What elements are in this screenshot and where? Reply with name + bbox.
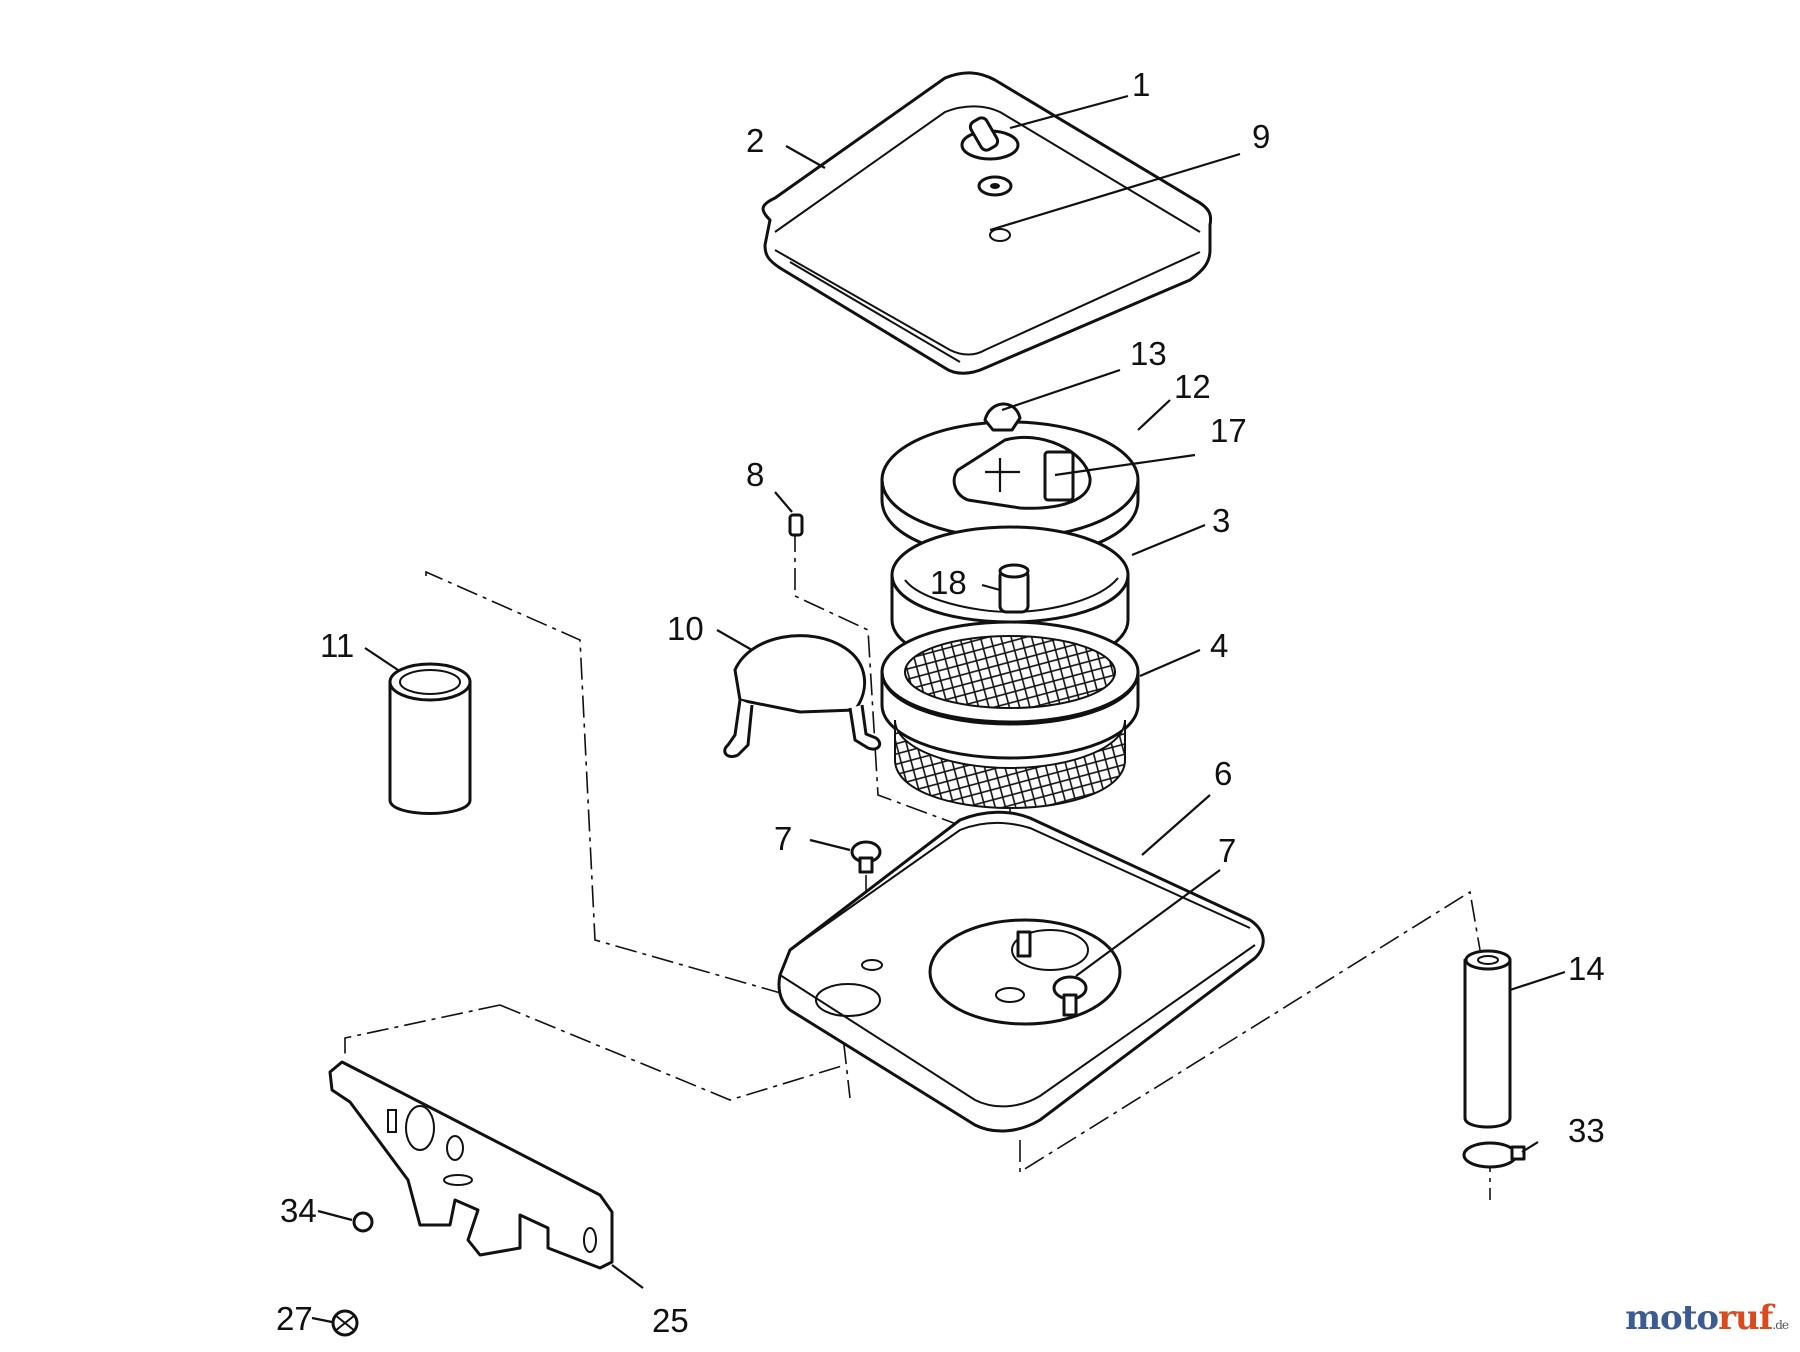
watermark-part1: moto (1625, 1298, 1719, 1338)
filter-element (880, 620, 1140, 810)
callout-10: 10 (667, 610, 704, 647)
callout-7-right: 7 (1218, 832, 1236, 869)
callout-33: 33 (1568, 1112, 1605, 1149)
air-tube (388, 662, 472, 815)
callout-labels: 1 2 9 13 12 17 8 3 18 10 11 4 6 7 7 14 3… (276, 66, 1605, 1339)
callout-17: 17 (1210, 412, 1247, 449)
callout-1: 1 (1132, 66, 1150, 103)
callout-8: 8 (746, 456, 764, 493)
callout-3: 3 (1212, 502, 1230, 539)
callout-6: 6 (1214, 755, 1232, 792)
washer-27 (331, 1309, 359, 1337)
callout-7-left: 7 (774, 820, 792, 857)
callout-34: 34 (280, 1192, 317, 1229)
callout-4: 4 (1210, 627, 1228, 664)
watermark-logo: motoruf.de (1625, 1298, 1789, 1338)
mounting-bracket (723, 634, 882, 759)
callout-9: 9 (1252, 118, 1270, 155)
air-cleaner-base (777, 810, 1265, 1133)
bolt-7-right (1016, 930, 1088, 1017)
watermark-part2: ruf (1718, 1298, 1773, 1338)
callout-11: 11 (320, 627, 354, 664)
breather-tube (1463, 949, 1512, 1129)
callout-14: 14 (1568, 950, 1605, 987)
screw-8 (788, 513, 804, 537)
callout-18: 18 (930, 564, 967, 601)
mounting-plate (328, 1060, 614, 1270)
watermark-part3: .de (1772, 1318, 1789, 1332)
air-cleaner-cover (761, 71, 1213, 375)
bolt-7-left (850, 840, 882, 874)
spacer-tube (998, 563, 1030, 614)
seal-washer (977, 175, 1013, 242)
hose-clamp (1462, 1141, 1526, 1169)
callout-2: 2 (746, 122, 764, 159)
callout-25: 25 (652, 1302, 689, 1339)
leader-lines (311, 94, 1566, 1324)
nut-34 (352, 1211, 374, 1233)
callout-27: 27 (276, 1300, 313, 1337)
wing-knob (960, 116, 1020, 161)
callout-13: 13 (1130, 335, 1167, 372)
callout-12: 12 (1174, 368, 1211, 405)
